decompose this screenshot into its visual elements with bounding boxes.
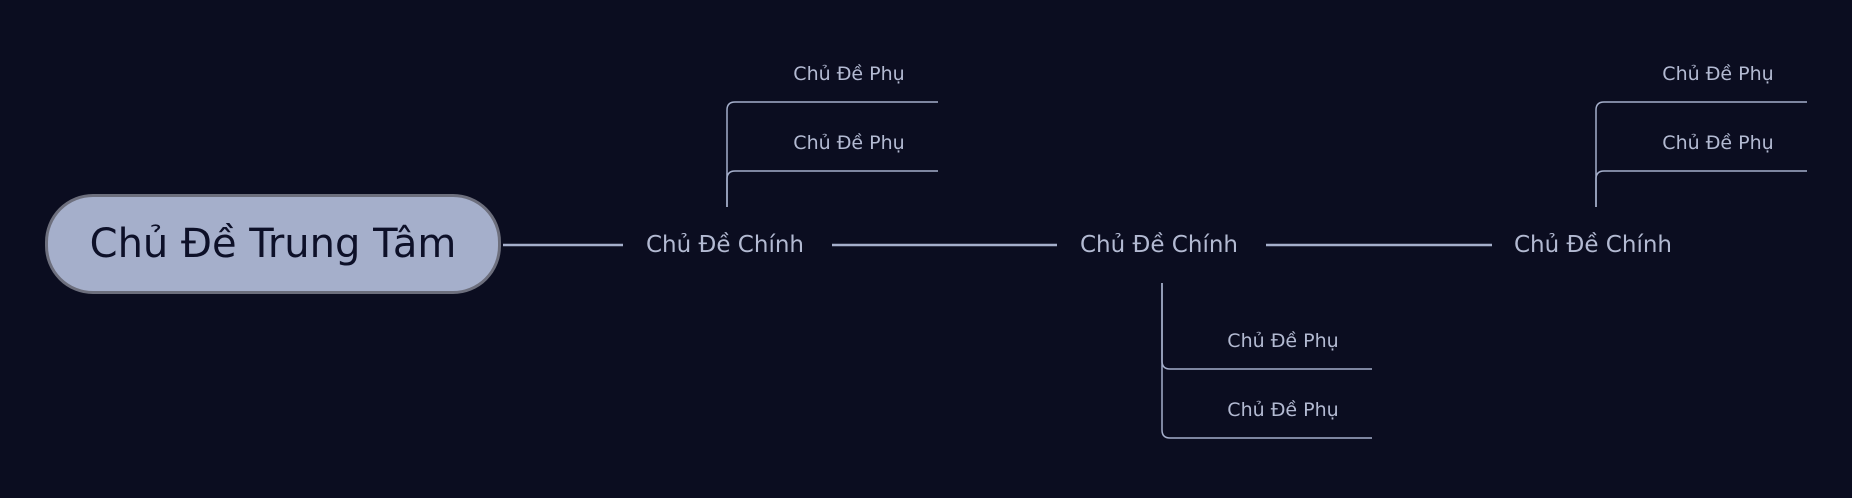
connector-main-2-sub-1 — [1161, 283, 1372, 370]
connector-main-2-sub-2 — [1161, 283, 1372, 439]
subtopic-3-1[interactable]: Chủ Đề Phụ — [1662, 63, 1774, 85]
connector-main-1-sub-1 — [726, 101, 938, 207]
subtopic-2-2[interactable]: Chủ Đề Phụ — [1227, 399, 1339, 421]
main-topic-2[interactable]: Chủ Đề Chính — [1080, 232, 1238, 258]
subtopic-1-2[interactable]: Chủ Đề Phụ — [793, 132, 905, 154]
main-topic-1[interactable]: Chủ Đề Chính — [646, 232, 804, 258]
subtopic-2-1[interactable]: Chủ Đề Phụ — [1227, 330, 1339, 352]
connector-main-3-sub-1 — [1595, 101, 1807, 207]
main-topic-3[interactable]: Chủ Đề Chính — [1514, 232, 1672, 258]
subtopic-1-1[interactable]: Chủ Đề Phụ — [793, 63, 905, 85]
subtopic-3-2[interactable]: Chủ Đề Phụ — [1662, 132, 1774, 154]
connector-main-3-sub-2 — [1595, 170, 1807, 207]
central-topic[interactable]: Chủ Đề Trung Tâm — [45, 194, 501, 294]
connector-main-1-sub-2 — [726, 170, 938, 207]
